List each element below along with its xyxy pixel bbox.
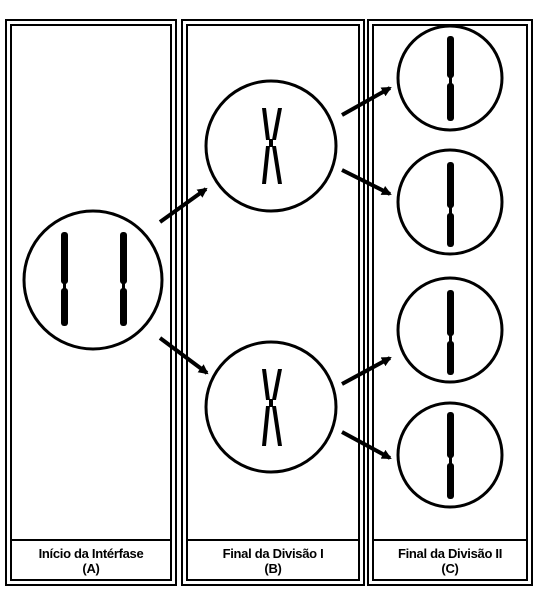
panel-b-letter: (B) [264,561,282,576]
arrow-b-bottom-to-c4 [341,430,392,460]
arrow-b-bottom-to-c3 [341,356,392,386]
cell-division-i-bottom [204,340,338,474]
panel-c-letter: (C) [441,561,459,576]
cell-division-ii-2 [396,148,504,256]
chromosome-x-bottom [262,369,282,446]
panel-a-title: Início da Intérfase [38,546,144,561]
cell-division-ii-1 [396,24,504,132]
chromosome-x-top [262,108,282,184]
cell-division-i-top [204,79,338,213]
panel-c-title: Final da Divisão II [397,546,503,561]
panel-b-title: Final da Divisão I [222,546,324,561]
cell-division-ii-3 [396,276,504,384]
panel-a-caption: Início da Intérfase (A) [11,546,171,576]
panel-a-letter: (A) [82,561,100,576]
panel-frame-a [5,19,177,586]
arrow-a-to-b-top [158,187,208,224]
chromosome-left [61,232,68,326]
chromosome-right [120,232,127,326]
panel-c-caption: Final da Divisão II (C) [373,546,527,576]
cell-division-ii-4 [396,401,504,509]
arrow-b-top-to-c2 [341,168,392,196]
cell-interphase [22,209,164,351]
panel-b-caption: Final da Divisão I (B) [187,546,359,576]
panel-frame-b [181,19,365,586]
arrow-b-top-to-c1 [341,86,392,117]
arrow-a-to-b-bottom [158,336,209,375]
